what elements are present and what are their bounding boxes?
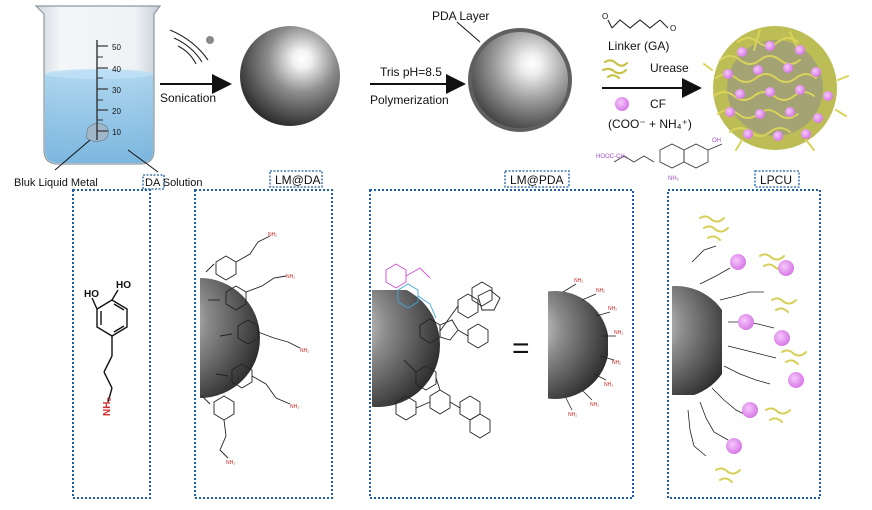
panel-lmpda bbox=[369, 189, 634, 499]
urease-icon bbox=[601, 59, 629, 80]
lpcu-label-box bbox=[754, 170, 800, 188]
panel-da bbox=[72, 189, 151, 499]
tris-label: Tris pH=8.5 bbox=[380, 65, 442, 79]
bulk-liquid-metal-label: Bluk Liquid Metal bbox=[14, 177, 98, 189]
tick-label-10: 10 bbox=[112, 128, 121, 137]
lmpda-half-sphere-right bbox=[548, 291, 608, 399]
sonication-label: Sonication bbox=[160, 91, 216, 105]
lmpda-label-box bbox=[504, 170, 570, 188]
lpcu-urease-clusters bbox=[699, 215, 807, 483]
svg-text:NH₂: NH₂ bbox=[574, 278, 583, 284]
hydroxyl-1: HO bbox=[84, 289, 99, 300]
lpcu-label: LPCU bbox=[760, 173, 792, 187]
coo-nh4-label: (COO⁻ + NH₄⁺) bbox=[608, 117, 692, 131]
equals-sign: = bbox=[512, 332, 530, 365]
da-label-box bbox=[142, 174, 165, 190]
svg-text:OH: OH bbox=[712, 138, 721, 144]
pda-network bbox=[395, 281, 501, 439]
urease-label: Urease bbox=[650, 61, 689, 75]
pda-layer-label: PDA Layer bbox=[432, 9, 489, 23]
glutaraldehyde-structure bbox=[607, 19, 669, 29]
lpcu-sphere bbox=[703, 26, 849, 151]
tick-label-30: 30 bbox=[112, 86, 121, 95]
da-solution-label: DA Solution bbox=[145, 177, 202, 189]
lm-sphere bbox=[240, 26, 340, 126]
cf-structure bbox=[613, 143, 723, 169]
svg-text:O: O bbox=[602, 12, 608, 21]
polymerization-label: Polymerization bbox=[370, 93, 449, 107]
svg-text:NH₂: NH₂ bbox=[226, 460, 235, 466]
beaker: 50 40 30 20 10 bbox=[34, 5, 162, 165]
svg-text:NH₂: NH₂ bbox=[668, 176, 680, 182]
lpcu-half-sphere bbox=[672, 286, 722, 395]
lmda-half-sphere bbox=[200, 278, 260, 398]
svg-text:O: O bbox=[670, 24, 676, 33]
lmda-ligands bbox=[201, 235, 301, 459]
tick-label-20: 20 bbox=[112, 107, 121, 116]
dopamine-structure bbox=[91, 289, 128, 403]
linker-label: Linker (GA) bbox=[608, 39, 669, 53]
panel-lpcu bbox=[667, 189, 821, 499]
lmda-label: LM@DA bbox=[275, 173, 321, 187]
lmpda-label: LM@PDA bbox=[510, 173, 564, 187]
da-solution-leader bbox=[127, 149, 159, 173]
cf-label: CF bbox=[650, 97, 666, 111]
lmpda-half-sphere-left bbox=[372, 290, 440, 407]
sonication-icon bbox=[169, 29, 214, 65]
lmda-label-box bbox=[269, 170, 323, 188]
svg-text:NH₂: NH₂ bbox=[290, 404, 299, 410]
svg-text:NH₂: NH₂ bbox=[612, 360, 621, 366]
svg-text:NH₂: NH₂ bbox=[590, 402, 599, 408]
svg-text:NH₂: NH₂ bbox=[614, 330, 623, 336]
hydroxyl-2: HO bbox=[116, 280, 131, 291]
svg-text:NH₂: NH₂ bbox=[568, 412, 577, 418]
amine-label: NH₂ bbox=[102, 397, 113, 416]
bulk-lm-leader bbox=[54, 139, 91, 171]
lm-pda-sphere bbox=[472, 32, 568, 128]
svg-text:NH₂: NH₂ bbox=[596, 288, 605, 294]
pda-leader bbox=[456, 21, 481, 43]
pda-amine-groups bbox=[562, 283, 616, 411]
tick-label-50: 50 bbox=[112, 43, 121, 52]
svg-text:NH₂: NH₂ bbox=[268, 232, 277, 238]
svg-text:NH₂: NH₂ bbox=[604, 382, 613, 388]
tick-label-40: 40 bbox=[112, 65, 121, 74]
panel-lmda bbox=[194, 189, 333, 499]
water bbox=[45, 70, 153, 163]
svg-text:NH₂: NH₂ bbox=[608, 306, 617, 312]
svg-text:NH₂: NH₂ bbox=[286, 274, 295, 280]
svg-text:NH₂: NH₂ bbox=[300, 348, 309, 354]
svg-text:HOOC-CH₂: HOOC-CH₂ bbox=[596, 154, 628, 160]
pda-colored-overlay bbox=[385, 263, 437, 319]
lpcu-cf-dots bbox=[726, 254, 804, 454]
cf-icon bbox=[615, 97, 629, 111]
